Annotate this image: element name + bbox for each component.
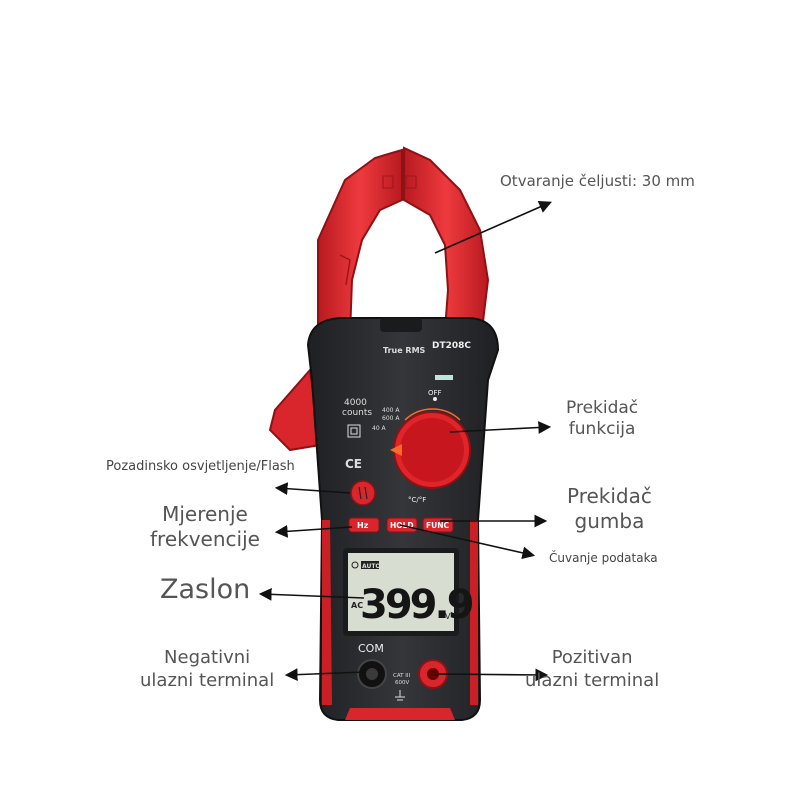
dial-400a-label: 400 A (382, 407, 400, 414)
callout-function-switch: Prekidač funkcija (566, 398, 638, 441)
flashlight-icon (358, 486, 368, 500)
ac-indicator: AC (351, 601, 363, 610)
com-terminal[interactable] (357, 659, 387, 689)
dial-temp-label: °C/°F (408, 496, 426, 504)
backlight-led (435, 375, 453, 380)
callout-backlight: Pozadinsko osvjetljenje/Flash (106, 459, 295, 474)
counts-value: 4000 (344, 398, 367, 408)
counts-unit: counts (342, 408, 372, 418)
auto-indicator: AUTO (362, 563, 381, 570)
arrow-function-switch (449, 421, 552, 434)
double-insulation-icon (347, 424, 361, 438)
callout-display: Zaslon (160, 574, 251, 605)
function-rotary-switch[interactable] (390, 408, 471, 489)
dial-off-label: OFF (428, 389, 442, 397)
callout-jaw-opening: Otvaranje čeljusti: 30 mm (500, 172, 695, 190)
callout-positive-terminal: Pozitivan ulazni terminal (525, 647, 659, 692)
callout-arrows (258, 200, 552, 682)
arrow-frequency (274, 524, 353, 538)
arrow-positive (436, 668, 549, 682)
callout-positive-line1: Pozitivan (551, 647, 633, 668)
func-button[interactable]: FUNC (422, 517, 454, 533)
ground-icon (395, 690, 405, 701)
svg-text:Hz: Hz (357, 521, 369, 530)
callout-negative-line2: ulazni terminal (140, 669, 275, 691)
hz-button[interactable]: Hz (348, 517, 380, 533)
lcd-reading: 399.9 (360, 582, 473, 628)
clamp-jaw (317, 146, 490, 336)
callout-button-switch: Prekidač gumba (567, 484, 652, 534)
callout-negative-terminal: Negativni ulazni terminal (140, 647, 274, 692)
auto-off-icon (351, 561, 359, 569)
voltage-rating-label: 600V (395, 680, 409, 686)
svg-text:FUNC: FUNC (426, 521, 449, 530)
cat-rating-label: CAT III (393, 673, 411, 679)
true-rms-badge: True RMS (383, 346, 426, 355)
arrow-display (258, 587, 365, 601)
com-label: COM (358, 642, 384, 655)
callout-data-hold: Čuvanje podataka (549, 551, 658, 565)
callout-function-switch-line2: funkcija (568, 419, 636, 440)
callout-button-switch-line1: Prekidač (567, 484, 652, 508)
arrow-hold (399, 524, 536, 560)
callout-frequency: Mjerenje frekvencije (150, 502, 260, 552)
dial-600a-label: 600 A (382, 415, 400, 422)
arrow-backlight (274, 482, 351, 496)
callout-frequency-line1: Mjerenje (162, 502, 248, 526)
callout-positive-line2: ulazni terminal (525, 669, 660, 691)
arrow-negative (284, 668, 366, 682)
dial-pointer-icon (390, 444, 402, 456)
backlight-button[interactable] (350, 480, 376, 506)
lcd-unit: V (445, 612, 451, 621)
dial-40a-label: 40 A (372, 425, 387, 432)
callout-function-switch-line1: Prekidač (566, 398, 639, 418)
arrow-jaw (434, 200, 552, 254)
callout-frequency-line2: frekvencije (150, 527, 260, 551)
callout-button-switch-line2: gumba (574, 509, 645, 533)
ce-mark: CE (345, 457, 362, 471)
model-label: DT208C (432, 341, 471, 351)
lcd-display: AUTO AC 399.9 V (343, 548, 476, 636)
callout-negative-line1: Negativni (164, 647, 251, 668)
